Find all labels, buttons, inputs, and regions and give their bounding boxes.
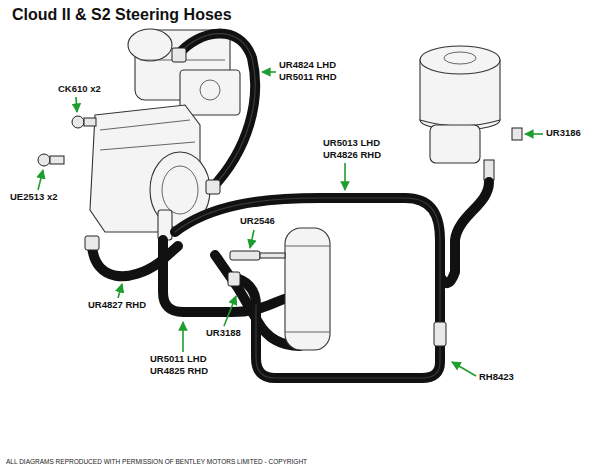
part-number: UR2546 <box>240 216 275 227</box>
fittings <box>38 48 446 346</box>
part-number: UR4824 LHD <box>279 60 336 71</box>
part-number: UR4826 RHD <box>323 150 381 161</box>
part-number: UR5013 LHD <box>323 138 380 149</box>
part-number: CK610 x2 <box>58 84 101 95</box>
part-number: UR5011 RHD <box>279 72 337 83</box>
pump <box>128 29 240 115</box>
part-number: UR5011 LHD <box>150 354 207 365</box>
part-number: UR4825 RHD <box>150 366 208 377</box>
part-number: UR3186 <box>546 128 581 139</box>
filter-canister <box>285 228 330 350</box>
diagram-title: Cloud II & S2 Steering Hoses <box>12 6 232 24</box>
copyright-note: ALL DIAGRAMS REPRODUCED WITH PERMISSION … <box>6 458 307 465</box>
reservoir <box>420 46 522 180</box>
part-number: UR3188 <box>206 328 241 339</box>
part-number: UR4827 RHD <box>88 300 146 311</box>
hoses <box>92 34 489 378</box>
part-number: RH8423 <box>479 372 514 383</box>
leader-arrows <box>38 72 543 376</box>
part-number: UE2513 x2 <box>10 192 58 203</box>
